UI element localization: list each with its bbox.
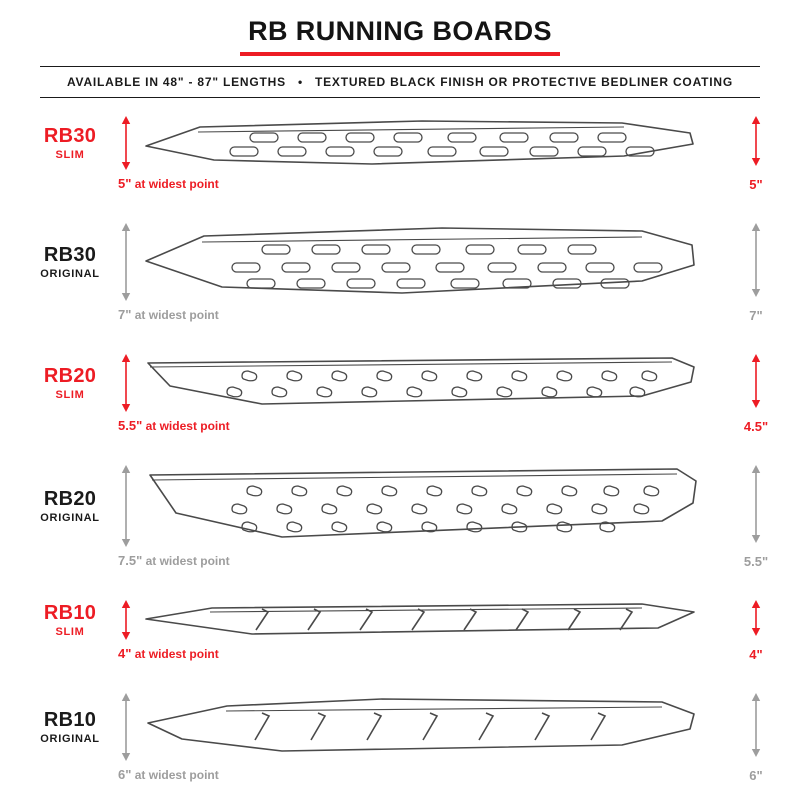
variant-name: ORIGINAL — [40, 732, 100, 745]
width-text: at widest point — [145, 419, 230, 433]
height-value: 4" — [749, 647, 763, 662]
width-measurement: 5.5" at widest point — [118, 418, 730, 434]
height-measure-col: 4" — [730, 600, 782, 663]
width-measurement: 7.5" at widest point — [118, 553, 730, 569]
width-arrow-icon — [120, 116, 132, 175]
header: RB RUNNING BOARDS AVAILABLE IN 48" - 87"… — [0, 0, 800, 98]
width-text: at widest point — [134, 647, 219, 661]
width-arrow-icon — [120, 465, 132, 552]
board-drawing-rb10-original — [147, 698, 695, 752]
height-value: 4.5" — [743, 419, 769, 434]
width-value: 7.5" — [118, 553, 143, 568]
variant-name: SLIM — [55, 625, 85, 638]
height-value: 5" — [749, 177, 763, 192]
height-value: 5.5" — [743, 554, 769, 569]
height-arrow-icon — [750, 354, 762, 413]
board-drawing-rb30-original — [145, 227, 695, 294]
variant-name: ORIGINAL — [40, 511, 100, 524]
model-name: RB10 — [43, 601, 97, 624]
board-area: 6" at widest point — [116, 693, 730, 783]
width-measurement: 4" at widest point — [118, 646, 730, 662]
width-value: 7" — [118, 307, 132, 322]
height-arrow-icon — [750, 693, 762, 762]
width-measurement: 5" at widest point — [118, 176, 730, 192]
width-arrow-icon — [120, 354, 132, 417]
width-text: at widest point — [134, 308, 219, 322]
model-name: RB30 — [43, 243, 97, 266]
height-arrow-icon — [750, 223, 762, 302]
variant-name: SLIM — [55, 388, 85, 401]
height-arrow-icon — [750, 600, 762, 641]
height-arrow-icon — [750, 116, 762, 171]
width-text: at widest point — [134, 177, 219, 191]
board-drawing-rb20-slim — [147, 357, 695, 405]
height-arrow-icon — [750, 465, 762, 548]
board-area: 7" at widest point — [116, 223, 730, 323]
subtitle-left: AVAILABLE IN 48" - 87" LENGTHS — [66, 75, 286, 89]
model-name: RB10 — [43, 708, 97, 731]
board-wrap — [116, 600, 730, 640]
width-arrow-icon — [120, 600, 132, 645]
height-measure-col: 7" — [730, 223, 782, 324]
width-value: 6" — [118, 767, 132, 782]
board-wrap — [116, 116, 730, 170]
model-name: RB20 — [43, 487, 97, 510]
subtitle-right: TEXTURED BLACK FINISH OR PROTECTIVE BEDL… — [314, 75, 734, 89]
board-wrap — [116, 354, 730, 412]
subtitle-bar: AVAILABLE IN 48" - 87" LENGTHS • TEXTURED … — [40, 66, 760, 98]
width-value: 4" — [118, 646, 132, 661]
height-value: 7" — [749, 308, 763, 323]
board-drawing-rb30-slim — [145, 120, 694, 165]
width-value: 5" — [118, 176, 132, 191]
board-area: 4" at widest point — [116, 600, 730, 662]
board-area: 7.5" at widest point — [116, 465, 730, 569]
model-name: RB30 — [43, 124, 97, 147]
width-text: at widest point — [145, 554, 230, 568]
width-value: 5.5" — [118, 418, 143, 433]
variant-name: ORIGINAL — [40, 267, 100, 280]
height-measure-col: 5.5" — [730, 465, 782, 570]
board-area: 5.5" at widest point — [116, 354, 730, 434]
width-measurement: 6" at widest point — [118, 767, 730, 783]
board-wrap — [116, 693, 730, 761]
height-measure-col: 4.5" — [730, 354, 782, 435]
subtitle-bullet-icon: • — [297, 75, 303, 89]
variant-name: SLIM — [55, 148, 85, 161]
height-value: 6" — [749, 768, 763, 783]
width-measurement: 7" at widest point — [118, 307, 730, 323]
board-drawing-rb10-slim — [145, 603, 695, 635]
height-measure-col: 6" — [730, 693, 782, 784]
page-title: RB RUNNING BOARDS — [240, 16, 560, 56]
width-arrow-icon — [120, 693, 132, 766]
width-text: at widest point — [134, 768, 219, 782]
board-area: 5" at widest point — [116, 116, 730, 192]
width-arrow-icon — [120, 223, 132, 306]
height-measure-col: 5" — [730, 116, 782, 193]
board-wrap — [116, 465, 730, 547]
board-drawing-rb20-original — [149, 468, 697, 538]
model-name: RB20 — [43, 364, 97, 387]
board-wrap — [116, 223, 730, 301]
